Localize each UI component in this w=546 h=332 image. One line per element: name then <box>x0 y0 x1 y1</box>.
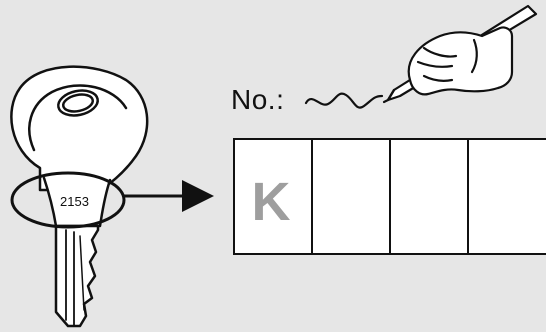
arrow-right-icon <box>124 180 214 212</box>
code-box-4[interactable] <box>467 138 546 255</box>
magnifier-ellipse-icon <box>10 171 126 229</box>
code-box-2[interactable] <box>311 138 391 255</box>
signature-squiggle <box>304 92 384 109</box>
code-box-1[interactable]: K <box>233 138 313 255</box>
code-box-letter: K <box>251 171 291 232</box>
code-box-row: K <box>233 138 546 255</box>
key-icon <box>10 65 149 328</box>
hand-writing-pen-icon <box>382 4 538 104</box>
key-number: 2153 <box>60 194 89 209</box>
code-box-3[interactable] <box>389 138 469 255</box>
number-label: No.: <box>231 84 285 115</box>
